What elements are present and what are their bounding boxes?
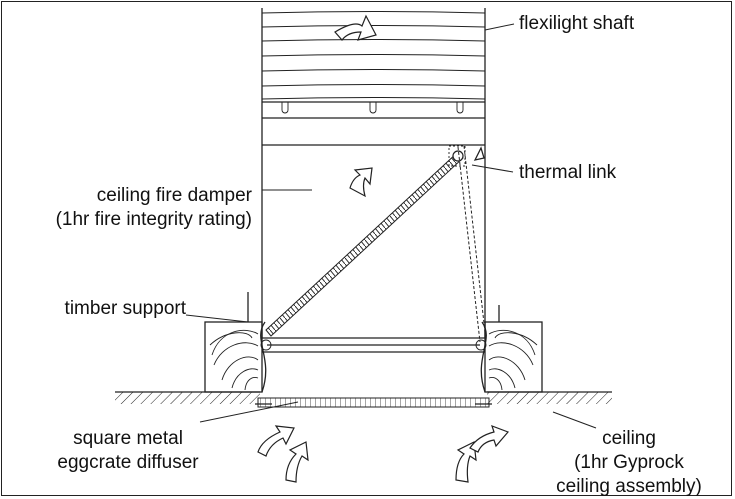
- flexilight-shaft: [261, 8, 486, 102]
- ceiling: [115, 391, 612, 404]
- label-thermal-link: thermal link: [519, 162, 617, 183]
- thermal-link: [473, 146, 485, 161]
- airflow-arrows: [257, 14, 510, 483]
- damper-blade-closed: [457, 145, 487, 343]
- label-eggcrate-diffuser: eggcrate diffuser: [57, 452, 199, 473]
- damper-blade-open: [265, 145, 466, 337]
- label-timber-support: timber support: [65, 298, 187, 319]
- label-ceiling: ceiling: [602, 428, 656, 449]
- mounting-clips: [260, 321, 487, 393]
- timber-support-left: [204, 292, 263, 393]
- label-gyprock: (1hr Gyprock: [574, 452, 684, 473]
- duct-collar: [262, 101, 485, 146]
- fire-damper-body: [261, 102, 486, 353]
- timber-support-right: [484, 305, 543, 393]
- leader-lines: [185, 23, 597, 429]
- eggcrate-diffuser: [255, 397, 492, 408]
- label-ceiling-assembly: ceiling assembly): [556, 476, 702, 497]
- label-square-metal: square metal: [73, 428, 183, 449]
- label-ceiling-fire-damper: ceiling fire damper: [97, 185, 253, 206]
- label-fire-integrity-rating: (1hr fire integrity rating): [56, 209, 252, 230]
- label-flexilight-shaft: flexilight shaft: [519, 13, 635, 34]
